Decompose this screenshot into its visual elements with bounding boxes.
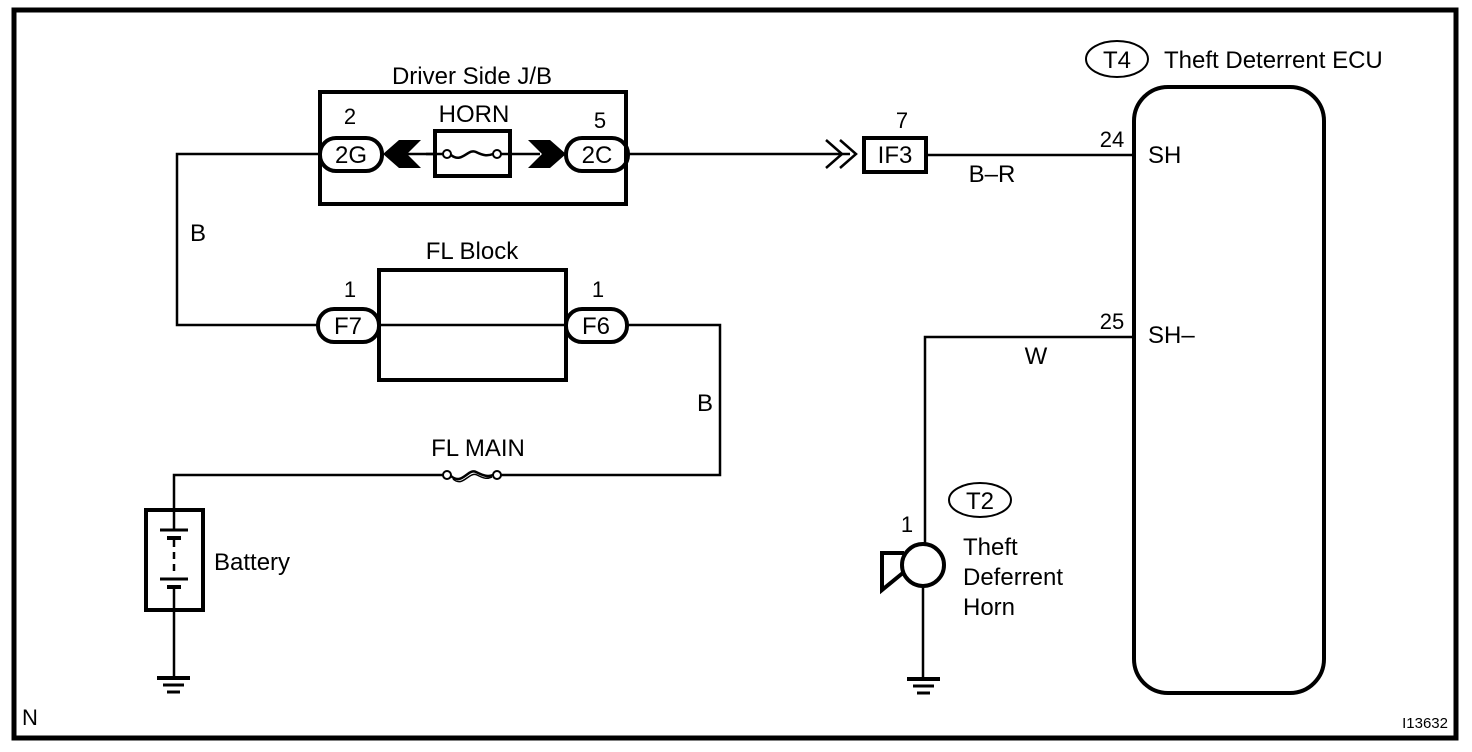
connector-F7-label: F7	[334, 313, 362, 340]
horn-fuse-label: HORN	[439, 101, 510, 128]
connector-2C-label: 2C	[582, 142, 613, 169]
wire-SH-minus-horn	[923, 335, 1134, 545]
figure-id: I13632	[1402, 715, 1448, 732]
connector-2G-label: 2G	[335, 142, 367, 169]
pin-25: 25	[1100, 309, 1124, 334]
connector-F6-label: F6	[582, 313, 610, 340]
fl-main-fusible-link-icon	[442, 470, 502, 483]
wire-F6-flmain	[500, 323, 722, 477]
horn-code-badge	[948, 482, 1012, 518]
ecu-terminal-SH: SH	[1148, 142, 1181, 169]
connector-F7	[316, 307, 381, 344]
horn-code: T2	[966, 488, 994, 515]
ecu-title: Theft Deterrent ECU	[1164, 47, 1383, 74]
wire-flmain-battery	[172, 473, 443, 510]
fl-block-title: FL Block	[426, 238, 519, 265]
battery-label: Battery	[214, 549, 290, 576]
corner-label: N	[22, 705, 38, 730]
wire-color-W: W	[1025, 343, 1048, 370]
horn-fuse-icon	[442, 149, 502, 160]
connector-IF3-label: IF3	[878, 142, 913, 169]
ecu-code-badge	[1085, 40, 1149, 78]
ecu-code: T4	[1103, 47, 1131, 74]
pin-2: 2	[344, 104, 356, 129]
ecu-terminal-SH-minus: SH–	[1148, 322, 1195, 349]
inline-connector-icon	[825, 139, 858, 169]
pin-F7-1: 1	[344, 277, 356, 302]
battery-icon	[160, 510, 188, 610]
diagram-frame	[11, 7, 1459, 741]
pin-24: 24	[1100, 127, 1124, 152]
fl-main-label: FL MAIN	[431, 435, 525, 462]
ecu-box	[1132, 85, 1326, 695]
pin-5: 5	[594, 108, 606, 133]
jb-title: Driver Side J/B	[392, 63, 552, 90]
pin-7: 7	[896, 108, 908, 133]
horn-label-line1: Theft	[963, 534, 1018, 561]
jb-right-terminal-icon	[528, 140, 566, 168]
horn-pin-1: 1	[901, 512, 913, 537]
battery-ground-icon	[157, 676, 190, 694]
wire-color-B-right: B	[697, 390, 713, 417]
horn-ground-icon	[907, 677, 940, 695]
horn-label-line2: Deferrent	[963, 564, 1063, 591]
jb-left-terminal-icon	[383, 140, 421, 168]
wire-2G-F7	[175, 152, 320, 327]
pin-F6-1: 1	[592, 277, 604, 302]
horn-label-line3: Horn	[963, 594, 1015, 621]
horn-icon	[880, 542, 946, 595]
wire-color-BR: B–R	[969, 161, 1016, 188]
wire-color-B-left: B	[190, 220, 206, 247]
